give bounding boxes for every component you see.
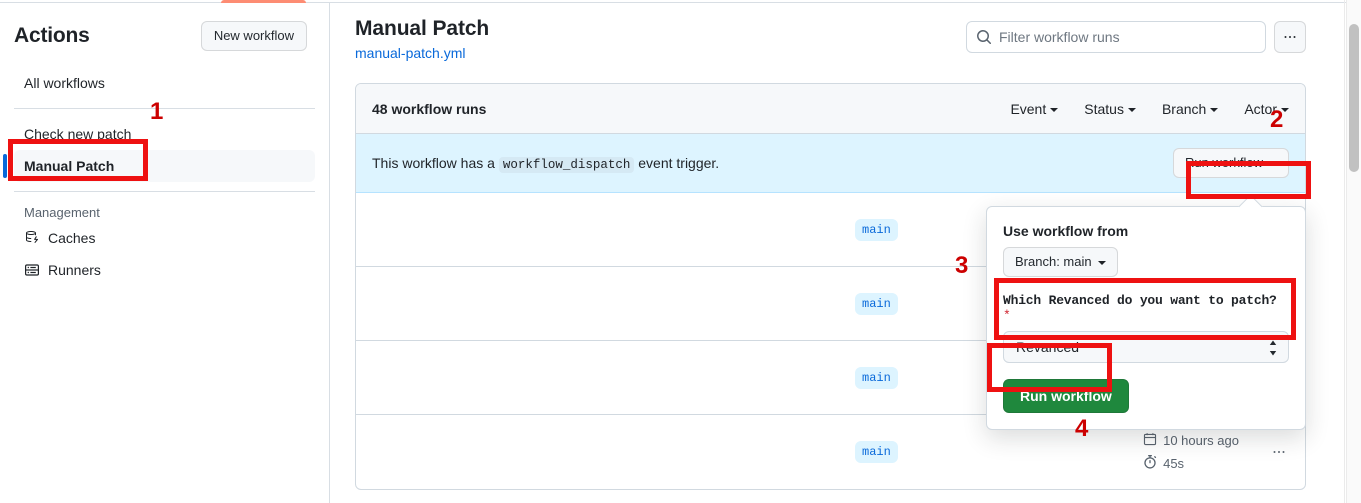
table-row[interactable]: main <box>356 267 1305 341</box>
table-row[interactable]: main <box>356 193 1305 267</box>
use-workflow-from-label: Use workflow from <box>1003 223 1129 239</box>
dispatch-event-code: workflow_dispatch <box>498 156 635 173</box>
page-title: Manual Patch <box>355 17 490 40</box>
revanced-select-value: Revanced <box>1016 339 1080 355</box>
calendar-icon <box>1143 432 1157 449</box>
chevron-down-icon <box>1097 261 1106 265</box>
top-hairline <box>0 2 1361 3</box>
workflow-runs-toolbar: 48 workflow runs Event Status Branch <box>356 84 1305 134</box>
duration-line: 45s <box>1143 455 1239 472</box>
row-metadata: 10 hours ago 45s <box>1143 432 1239 472</box>
sidebar-header: Actions New workflow <box>0 3 329 57</box>
run-date: 10 hours ago <box>1163 433 1239 448</box>
sidebar-section-management: Management <box>24 205 100 220</box>
filter-label: Event <box>1010 100 1047 117</box>
sidebar: Actions New workflow All workflows Check… <box>0 3 330 503</box>
filter-branch[interactable]: Branch <box>1161 100 1219 117</box>
sidebar-item-runners[interactable]: Runners <box>14 254 315 286</box>
required-asterisk: * <box>1003 308 1011 323</box>
workflow-runs-count: 48 workflow runs <box>372 100 487 117</box>
filter-label: Status <box>1084 100 1124 117</box>
branch-badge: main <box>855 366 898 389</box>
branch-badge: main <box>855 441 898 463</box>
header-kebab-menu-button[interactable] <box>1274 21 1306 53</box>
dispatch-text-before: This workflow has a <box>372 154 495 171</box>
sidebar-item-label: All workflows <box>24 75 105 91</box>
sidebar-item-label: Caches <box>48 230 96 246</box>
chevron-down-icon <box>1127 107 1136 112</box>
filter-label: Branch <box>1161 100 1207 117</box>
dispatch-banner-text: This workflow has a workflow_dispatch ev… <box>372 154 720 173</box>
run-workflow-dropdown-panel: Use workflow from Branch: main Which Rev… <box>986 206 1306 430</box>
filter-actor[interactable]: Actor <box>1244 101 1289 117</box>
sidebar-item-all-workflows[interactable]: All workflows <box>14 67 315 99</box>
page-scrollbar-thumb[interactable] <box>1349 24 1359 172</box>
run-workflow-dropdown-button[interactable]: Run workflow <box>1172 148 1289 178</box>
table-row[interactable]: main 10 hours ago <box>356 415 1305 489</box>
sidebar-divider <box>14 191 315 192</box>
branch-badge: main <box>855 218 898 241</box>
workflow-dispatch-banner: This workflow has a workflow_dispatch ev… <box>356 134 1305 193</box>
sidebar-item-caches[interactable]: Caches <box>14 222 315 254</box>
filter-event[interactable]: Event <box>1010 100 1059 117</box>
sidebar-item-label: Check new patch <box>24 126 132 142</box>
search-icon <box>976 29 992 45</box>
page-scrollbar-track[interactable] <box>1346 0 1361 503</box>
workflow-input-label: Which Revanced do you want to patch? * <box>1003 293 1289 323</box>
content-edge-divider <box>1344 0 1345 503</box>
header-actions <box>966 21 1306 53</box>
branch-badge: main <box>855 292 898 315</box>
filter-label: Actor <box>1244 100 1277 117</box>
sidebar-item-label: Runners <box>48 262 101 278</box>
sidebar-divider <box>14 108 315 109</box>
page-heading-group: Manual Patch manual-patch.yml <box>355 17 489 61</box>
sidebar-nav-list: All workflows Check new patch Manual Pat… <box>0 67 329 286</box>
search-input[interactable] <box>999 29 1265 45</box>
sidebar-item-check-new-patch[interactable]: Check new patch <box>14 118 315 150</box>
submit-run-workflow-button[interactable]: Run workflow <box>1003 379 1129 413</box>
branch-select-label: Branch: main <box>1015 254 1092 269</box>
active-tab-indicator <box>221 0 306 3</box>
filter-workflow-runs-box[interactable] <box>966 21 1266 53</box>
main-header: Manual Patch manual-patch.yml <box>331 3 1330 61</box>
sidebar-item-manual-patch[interactable]: Manual Patch <box>3 150 315 182</box>
date-line: 10 hours ago <box>1143 432 1239 449</box>
workflow-input-label-text: Which Revanced do you want to patch? <box>1003 293 1277 308</box>
branch-select-button[interactable]: Branch: main <box>1003 247 1118 277</box>
dispatch-text-after: event trigger. <box>638 154 720 171</box>
chevron-down-icon <box>1210 107 1219 112</box>
run-duration: 45s <box>1163 456 1185 471</box>
run-workflow-button-label: Run workflow <box>1184 155 1263 170</box>
new-workflow-button[interactable]: New workflow <box>200 21 307 51</box>
sidebar-title: Actions <box>14 24 90 47</box>
filter-group: Event Status Branch Actor <box>1010 101 1289 117</box>
workflow-runs-card: 48 workflow runs Event Status Branch <box>355 83 1306 490</box>
cache-icon <box>24 230 40 246</box>
chevron-down-icon <box>1050 107 1059 112</box>
workflow-file-link[interactable]: manual-patch.yml <box>355 45 466 61</box>
chevron-down-icon <box>1281 107 1289 112</box>
chevron-updown-icon <box>1267 339 1279 357</box>
sidebar-item-label: Manual Patch <box>24 158 115 174</box>
filter-status[interactable]: Status <box>1084 101 1136 117</box>
row-kebab-menu-button[interactable] <box>1271 444 1287 460</box>
main-content: Manual Patch manual-patch.yml <box>331 3 1330 503</box>
server-icon <box>24 262 40 278</box>
revanced-select[interactable]: Revanced <box>1003 331 1289 363</box>
chevron-down-icon <box>1269 162 1277 166</box>
stopwatch-icon <box>1143 455 1157 472</box>
